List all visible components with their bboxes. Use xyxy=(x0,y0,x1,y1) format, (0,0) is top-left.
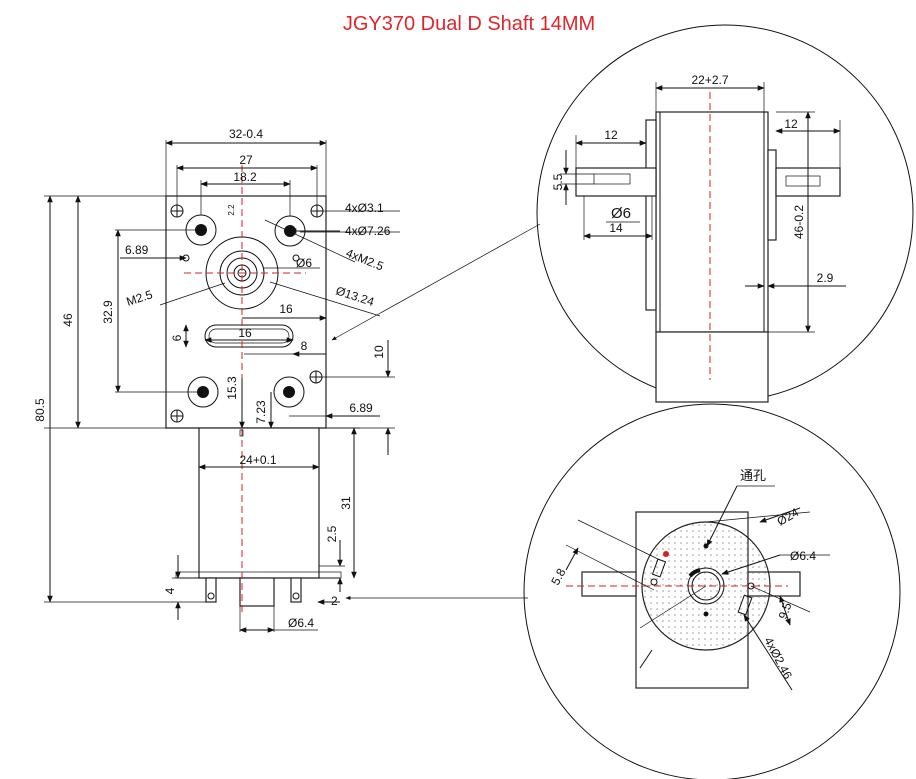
detail-pointer xyxy=(331,223,541,341)
callout-shaft-dia: Ø6 xyxy=(296,256,312,270)
dim-shaft-len: 14 xyxy=(609,221,623,235)
dim-motor-dia: 24+0.1 xyxy=(239,453,276,467)
callout-hole-small: 4xØ3.1 xyxy=(345,201,384,215)
terminal-icon xyxy=(205,577,302,607)
front-view: 32-0.4 27 18.2 2.2 4xØ3.1 4xØ7.26 4xM2.5… xyxy=(33,127,400,633)
dim-height-15-3: 15.3 xyxy=(225,376,239,400)
dim-side-shaft-dia: Ø6 xyxy=(611,205,631,222)
dim-5-8: 5.8 xyxy=(548,566,568,588)
end-view-detail: 通孔 Ø24 Ø6.4 5.8 9.5 4xØ2.46 xyxy=(523,403,901,779)
dim-holes: 4xØ2.46 xyxy=(761,635,795,682)
motor-body xyxy=(198,427,320,579)
dim-height-7-23: 7.23 xyxy=(254,400,268,424)
dim-hole-spacing-outer: 27 xyxy=(239,153,253,167)
dim-hole-spacing-inner: 18.2 xyxy=(233,170,257,184)
dim-side-width: 22+2.7 xyxy=(691,73,728,87)
dim-9-5: 9.5 xyxy=(776,600,795,621)
dim-width-total: 32-0.4 xyxy=(229,127,263,141)
dim-slot-6: 6 xyxy=(170,334,184,341)
dim-height-46: 46 xyxy=(61,313,75,327)
dim-tab-4: 4 xyxy=(163,587,177,594)
dim-height-32-9: 32.9 xyxy=(101,300,115,324)
callout-hole-large: 4xØ7.26 xyxy=(345,224,391,238)
dim-slot-16-top: 16 xyxy=(279,302,293,316)
callout-thread: 4xM2.5 xyxy=(344,246,386,274)
dim-small-offset: 2.2 xyxy=(227,204,236,216)
dim-height-10: 10 xyxy=(372,345,386,359)
dim-tab-2: 2 xyxy=(331,594,338,608)
dim-tab-2-5: 2.5 xyxy=(325,525,339,542)
through-hole-label: 通孔 xyxy=(740,469,766,484)
dim-slot-8: 8 xyxy=(301,339,308,353)
gearbox-plate xyxy=(165,195,327,429)
dim-offset-right: 6.89 xyxy=(349,401,373,415)
dim-motor-len: 31 xyxy=(339,496,353,510)
slot xyxy=(204,324,294,348)
page-title: JGY370 Dual D Shaft 14MM xyxy=(343,13,595,35)
dim-side-offset: 2.9 xyxy=(817,271,834,285)
callout-thread-m: M2.5 xyxy=(125,287,155,309)
dim-flat: 5.5 xyxy=(551,173,565,190)
dim-shaft-left: 12 xyxy=(604,128,618,142)
dim-boss-dia: Ø6.4 xyxy=(790,549,816,563)
dim-slot-16: 16 xyxy=(238,326,252,340)
dim-offset-left: 6.89 xyxy=(125,243,149,257)
dim-height-80-5: 80.5 xyxy=(33,398,47,422)
side-view-detail: 22+2.7 12 12 5.5 14 Ø6 46-0.2 2.9 xyxy=(536,24,914,403)
dim-shaft-right: 12 xyxy=(784,117,798,131)
callout-bearing-dia: Ø13.24 xyxy=(334,284,376,310)
dim-boss-dia: Ø6.4 xyxy=(288,616,314,630)
dim-side-height: 46-0.2 xyxy=(792,205,806,239)
